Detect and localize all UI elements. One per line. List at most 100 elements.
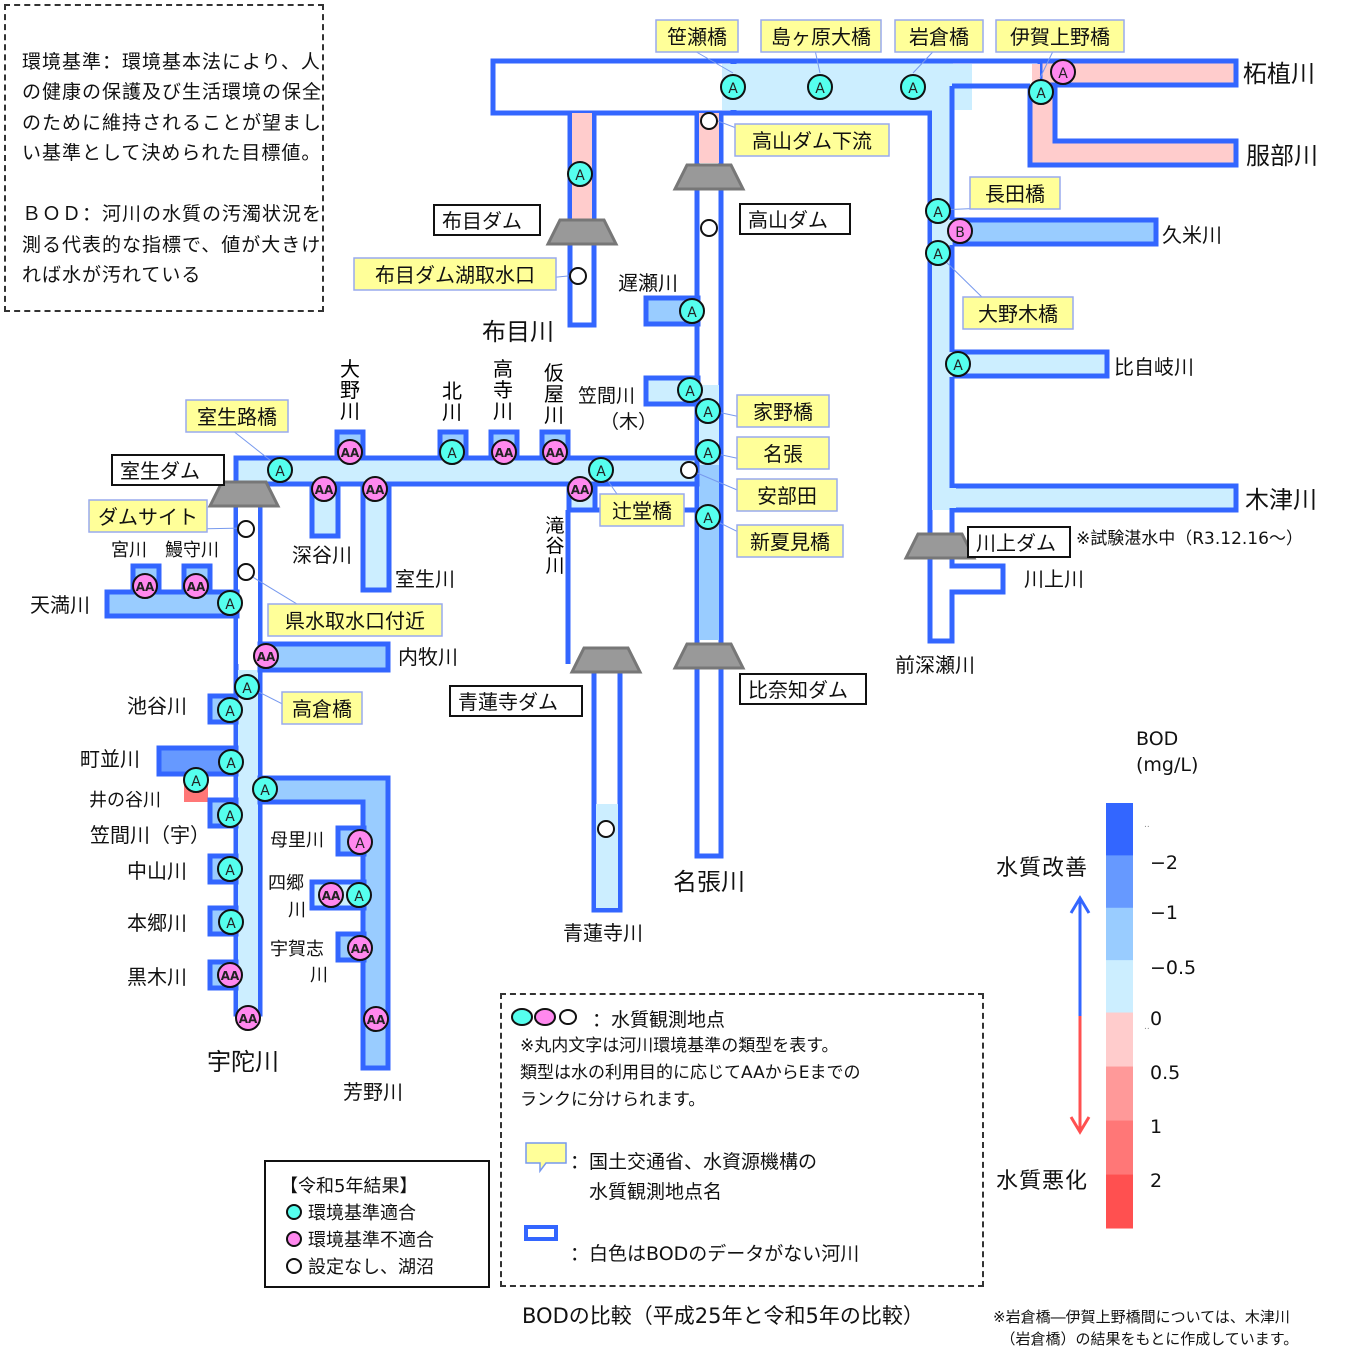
callout-prefectural-intake-box: [267, 603, 443, 637]
station-grade: AA: [136, 580, 155, 594]
results-legend: 【令和5年結果】 環境基準適合 環境基準不適合 設定なし、湖沼: [264, 1160, 490, 1288]
station-marker: [318, 882, 344, 908]
station-grade: AA: [315, 483, 334, 497]
station-grade: AA: [257, 650, 276, 664]
station-grade: A: [225, 704, 235, 720]
river-label-fukatani: 深谷川: [292, 543, 352, 567]
station-marker: [253, 643, 279, 669]
results-title: 【令和5年結果】: [280, 1176, 418, 1197]
river-label-hijiki: 比自岐川: [1114, 355, 1194, 379]
callout-iwakura: 岩倉橋: [909, 25, 969, 49]
river-label-machinami: 町並川: [80, 747, 140, 771]
callout-shinnatsumi: 新夏見橋: [750, 530, 830, 554]
svg-text:川: 川: [544, 403, 564, 427]
river-label-ugashi: 宇賀志: [270, 939, 324, 960]
station-marker: [695, 439, 721, 465]
callout-ieno-box: [736, 394, 830, 428]
river-label-takadera: 高寺川: [493, 357, 513, 423]
callout-prefectural-intake: 県水取水口付近: [285, 609, 425, 633]
river-fill: [596, 804, 618, 908]
station-grade: A: [225, 863, 235, 879]
station-marker: [217, 962, 243, 988]
station-grade: A: [260, 783, 270, 799]
callout-osada-box: [969, 176, 1061, 210]
station-marker: [945, 351, 971, 377]
station-marker: [1028, 79, 1054, 105]
scale-band: [1106, 1066, 1133, 1121]
callout-nabari: 名張: [763, 442, 803, 466]
river-label-shigo-2: 川: [288, 900, 306, 921]
river-label-mori: 母里川: [270, 830, 324, 851]
station-marker: [337, 439, 363, 465]
callout-iga-ueno-box: [995, 19, 1125, 53]
station-marker: [1050, 59, 1076, 85]
callout-icon: [525, 1142, 567, 1174]
river-label-ohaze: 遅瀬川: [618, 271, 678, 295]
svg-text:高: 高: [493, 357, 513, 381]
station-grade: A: [728, 81, 738, 97]
dam-label-shorenji-box: [449, 685, 583, 717]
callout-tsujido: 辻堂橋: [612, 499, 672, 523]
station-marker: [237, 563, 255, 581]
river-label-nunome: 布目川: [482, 318, 554, 346]
station-grade: AA: [221, 969, 240, 983]
station-grade: A: [933, 205, 943, 221]
station-grade: A: [275, 464, 285, 480]
station-marker: [132, 573, 158, 599]
river-label-uda: 宇陀川: [207, 1048, 279, 1076]
station-marker: [347, 829, 373, 855]
station-grade: A: [225, 809, 235, 825]
station-grade: A: [1036, 86, 1046, 102]
river-label-shorenji: 青蓮寺川: [563, 921, 643, 945]
worsen-label: 水質悪化: [996, 1169, 1089, 1194]
station-marker: [567, 161, 593, 187]
hinachi-dam-icon: [672, 642, 746, 670]
station-marker: [567, 476, 593, 502]
station-marker: [900, 74, 926, 100]
callout-shimagahara: 島ヶ原大橋: [771, 25, 871, 49]
station-grade: A: [1058, 66, 1068, 82]
improve-label: 水質改善: [996, 856, 1089, 881]
results-item: 環境基準適合: [286, 1199, 416, 1225]
river-label-hongo: 本郷川: [127, 911, 187, 935]
station-legend-label: ：水質観測地点: [592, 1009, 726, 1031]
river-label-miya: 宮川: [111, 540, 147, 561]
station-marker: [700, 219, 718, 237]
river-fill: [238, 670, 258, 1012]
env-standard-definition: 環境基準：環境基本法により、人の健康の保護及び生活環境の保全のために維持されるこ…: [22, 50, 323, 165]
callout-onoki-box: [962, 296, 1074, 330]
callout-nunome-intake: 布目ダム湖取水口: [375, 263, 535, 287]
callout-abeta-box: [736, 478, 838, 512]
station-grade: A: [815, 81, 825, 97]
kume-river: [952, 217, 1159, 247]
station-grade: A: [703, 511, 713, 527]
river-fill: [699, 465, 719, 640]
station-grade: AA: [322, 889, 341, 903]
station-grade: A: [226, 916, 236, 932]
river-label-tenma: 天満川: [30, 593, 90, 617]
svg-text:野: 野: [340, 378, 360, 402]
svg-text:川: 川: [442, 400, 462, 424]
station-grade: A: [354, 889, 364, 905]
river-label-takitani: 滝谷川: [545, 515, 564, 577]
dam-label-hinachi: 比奈知ダム: [748, 678, 848, 702]
station-grade: A: [191, 774, 201, 790]
station-marker: [347, 935, 373, 961]
river-label-kariya: 仮屋川: [544, 361, 564, 427]
scale-band: [1106, 1174, 1133, 1229]
station-marker: [700, 112, 718, 130]
svg-text:仮: 仮: [544, 361, 564, 385]
river-label-inotani: 井の谷川: [89, 790, 161, 811]
station-grade: AA: [187, 580, 206, 594]
callout-pointer: [692, 49, 734, 74]
river-label-hano: 芳野川: [343, 1080, 403, 1104]
svg-text:屋: 屋: [544, 382, 564, 406]
station-marker: [217, 856, 243, 882]
callout-shimagahara-box: [760, 19, 882, 53]
station-marker: [439, 439, 465, 465]
nodata-river-icon: [524, 1225, 558, 1241]
kawakami-dam-icon: [903, 532, 977, 560]
river-label-maefukase: 前深瀬川: [895, 653, 975, 677]
station-grade: A: [687, 305, 697, 321]
dam-label-nunome: 布目ダム: [442, 209, 522, 233]
